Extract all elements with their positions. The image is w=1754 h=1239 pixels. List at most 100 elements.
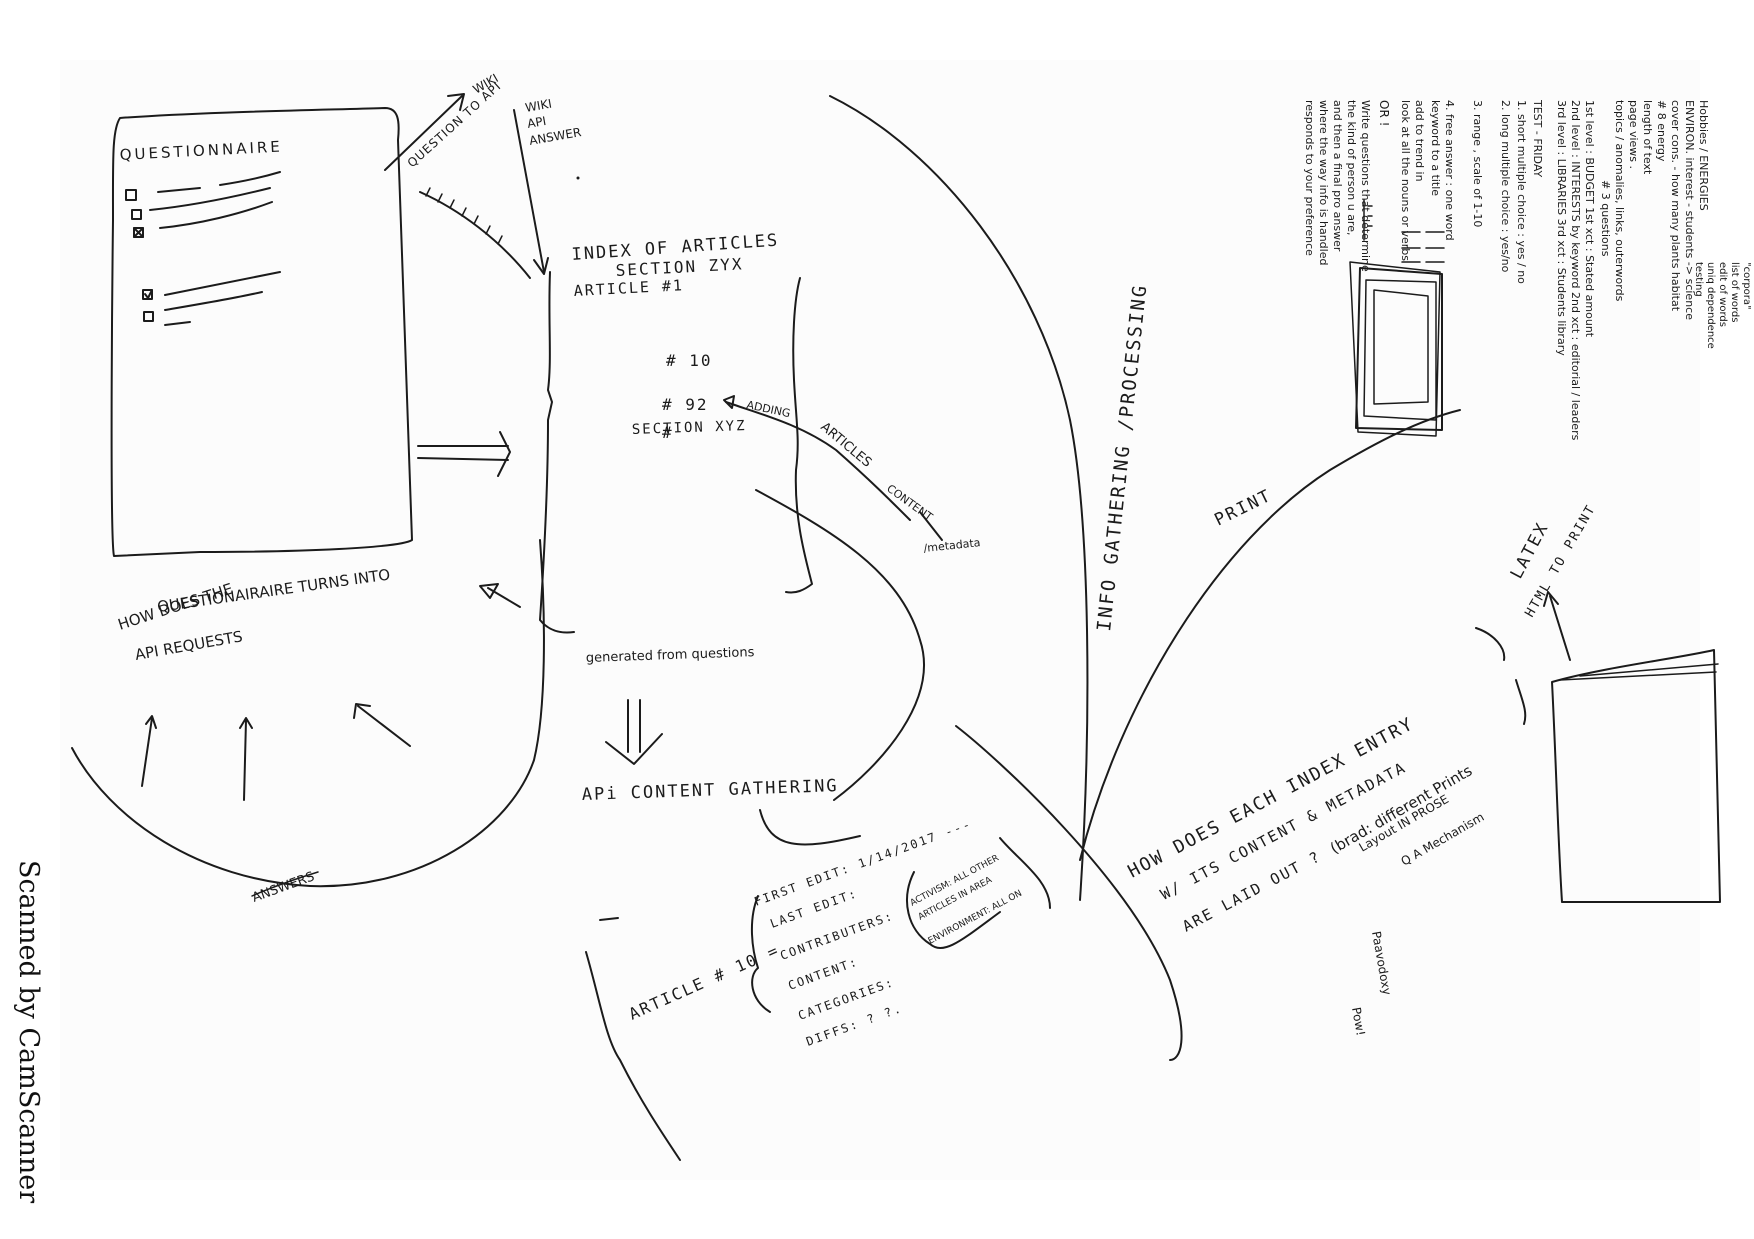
note-line-14: 2. long multiple choice : yes/no (1499, 100, 1512, 273)
section-xyz-label: SECTION XYZ (632, 418, 747, 438)
note-line-18: add to trend in (1413, 100, 1426, 182)
watermark-text: Scanned by CamScanner (13, 860, 44, 1204)
scanner-watermark: Scanned by CamScanner (0, 860, 60, 1203)
note-line-3: cover cons. - how many plants habitat (1669, 100, 1682, 312)
note-line-22: the kind of person u are, (1345, 100, 1358, 235)
note-line-17: keyword to a title (1429, 100, 1442, 196)
questionnaire-box (110, 107, 413, 557)
side-note: "corpora" list of words edit of words un… (1693, 262, 1752, 349)
bottom-note-2: Pow! (1349, 1006, 1368, 1037)
dot (576, 176, 580, 180)
hatched-arc (419, 191, 531, 279)
answer-line (149, 187, 271, 211)
index-num-blank: # (662, 423, 674, 442)
slash (919, 511, 943, 541)
checkbox-checked-icon (133, 227, 144, 238)
down-double-arrow (627, 699, 641, 753)
questionnaire-to-index-arrow (417, 431, 511, 477)
arrowhead-icon (1543, 591, 1559, 607)
print-sketch-box-scribble (1349, 261, 1441, 437)
arrowhead-icon (447, 93, 465, 111)
note-line-8: # 3 questions (1599, 180, 1612, 257)
note-line-16: 4. free answer : one word (1443, 100, 1456, 241)
generated-label: generated from questions (586, 645, 755, 666)
grid-sketch (1363, 199, 1445, 263)
double-arrow-shaft (417, 445, 509, 461)
arrowhead-icon (479, 583, 499, 599)
article-right-curve (955, 725, 1183, 1061)
wiki-answer-2: API (526, 114, 547, 131)
note-line-20: OR ! (1377, 100, 1391, 126)
arrowhead-icon (497, 431, 511, 477)
strike-through (251, 871, 319, 897)
loop-curve-lower (759, 809, 861, 846)
note-line-6: page views . (1627, 100, 1640, 169)
up-arrow-2 (239, 717, 253, 801)
checkbox-icon (125, 189, 137, 201)
side-note-4: uniq dependence (1705, 262, 1716, 349)
categories-brace-right (999, 837, 1051, 909)
index-num-92: # 92 (662, 395, 709, 414)
article-brace-left (585, 951, 681, 1161)
note-line-2: ENVIRON. interest - students -> science (1683, 100, 1696, 320)
categories-brace (906, 871, 1001, 949)
scan-shading-band (60, 60, 1700, 1180)
note-line-13: 1. short multiple choice : yes / no (1515, 100, 1528, 284)
index-left-bracket (539, 271, 575, 634)
checkbox-icon (131, 209, 142, 220)
answer-line (157, 187, 201, 193)
short-dash (599, 917, 619, 921)
answer-line (164, 271, 281, 296)
note-line-12: TEST - FRIDAY (1531, 99, 1544, 177)
arrowhead-icon (605, 733, 663, 765)
note-line-15: 3. range , scale of 1-10 (1471, 100, 1484, 227)
checkbox-icon (143, 311, 154, 322)
note-line-24: where the way info is handled (1317, 100, 1330, 265)
answer-arrow (513, 109, 545, 273)
note-line-1: Hobbies / ENERGIES (1697, 100, 1710, 211)
note-line-19: look at all the nouns or verbs (1399, 100, 1412, 261)
latex-arrow (1549, 595, 1571, 661)
divider-curve (829, 95, 1089, 901)
how-brace (1475, 627, 1506, 661)
up-arrow-1 (141, 715, 157, 787)
side-note-1: "corpora" (1741, 262, 1752, 310)
answer-line (159, 201, 273, 229)
metadata-label: /metadata (923, 536, 981, 555)
answer-line (164, 291, 263, 311)
arrowhead-icon (723, 395, 735, 409)
index-num-10: # 10 (666, 351, 713, 370)
index-right-bracket (785, 277, 813, 594)
note-line-4: # 8 energy (1655, 100, 1668, 162)
notes-column: Hobbies / ENERGIES ENVIRON. interest - s… (1303, 99, 1710, 441)
arrowhead-icon (533, 257, 549, 275)
checkbox-checked-icon (142, 289, 153, 300)
note-line-25: responds to your preference (1303, 100, 1316, 256)
scale-marks (1363, 199, 1373, 241)
side-note-2: list of words (1729, 262, 1740, 322)
answer-line (164, 321, 191, 326)
adding-arrow (725, 401, 911, 521)
note-line-23: and then a final pro answer (1331, 100, 1344, 252)
note-line-7: topics / anomalies, links, outerwords (1613, 100, 1626, 302)
page-edge (1559, 663, 1719, 681)
note-line-9: 1st level : BUDGET 1st xct : Stated amou… (1583, 100, 1596, 338)
grid-lines (1401, 231, 1445, 263)
up-arrow-3 (353, 703, 411, 747)
brainstorm-brace (1515, 679, 1527, 725)
checkmark-icon (144, 289, 153, 299)
question-arrow (384, 95, 463, 171)
article-brace (750, 895, 771, 1013)
answers-curve (71, 539, 545, 888)
print-curve (1079, 409, 1461, 861)
side-note-5: testing (1693, 262, 1704, 297)
note-line-21: Write questions that determine (1359, 100, 1372, 272)
loop-curve (755, 489, 925, 801)
hatch-marks (425, 187, 503, 245)
note-line-5: length of text (1641, 100, 1654, 175)
checkmark-icon (133, 227, 144, 238)
print-sketch-box (1355, 267, 1443, 431)
note-line-11: 3rd level : LIBRARIES 3rd xct : Students… (1555, 100, 1568, 356)
note-line-10: 2nd level : INTERESTS by keyword 2nd xct… (1569, 100, 1582, 441)
